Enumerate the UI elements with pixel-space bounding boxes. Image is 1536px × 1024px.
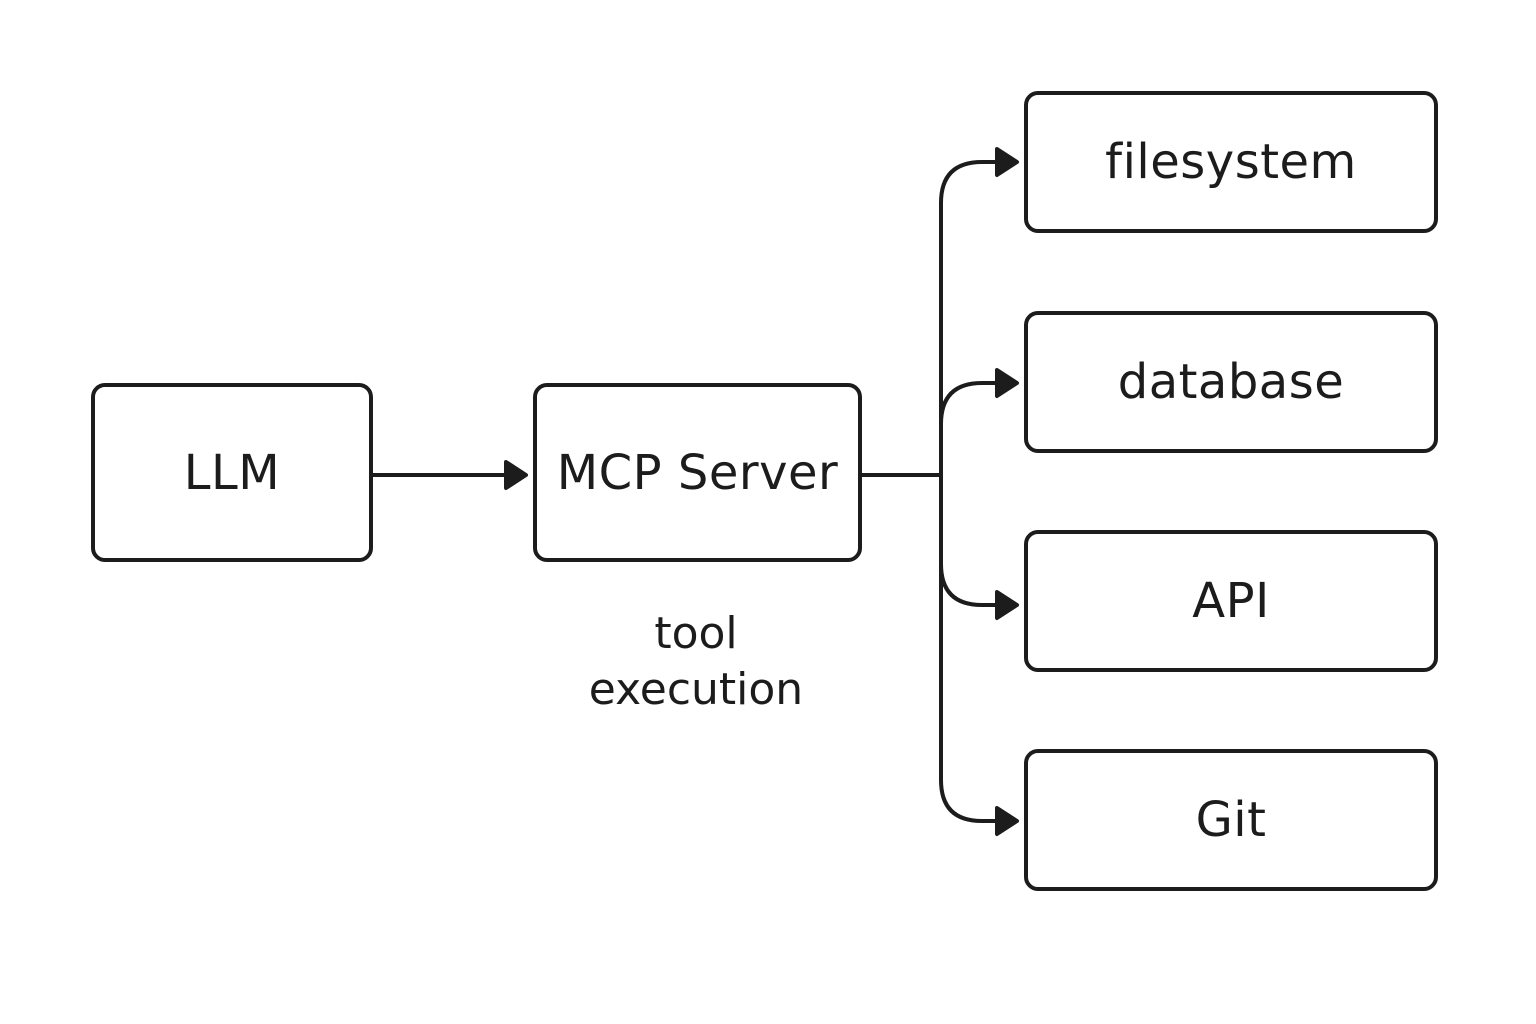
- llm-label: LLM: [183, 444, 281, 501]
- filesystem-node: filesystem: [1024, 91, 1438, 233]
- arrowhead-git: [995, 806, 1019, 836]
- api-label: API: [1192, 573, 1270, 629]
- database-label: database: [1117, 354, 1345, 410]
- git-node: Git: [1024, 749, 1438, 891]
- llm-node: LLM: [91, 383, 373, 562]
- arrowhead-mcp-server: [504, 460, 528, 490]
- api-node: API: [1024, 530, 1438, 672]
- edge-to-git: [939, 778, 1002, 823]
- database-node: database: [1024, 311, 1438, 453]
- arrowhead-filesystem: [995, 147, 1019, 177]
- filesystem-label: filesystem: [1105, 134, 1357, 190]
- edge-to-api: [939, 562, 1002, 607]
- edge-to-filesystem: [939, 160, 1002, 205]
- caption-tool: tool: [654, 608, 738, 659]
- edge-to-database: [939, 381, 1002, 426]
- arrowhead-api: [995, 590, 1019, 620]
- mcp-server-node: MCP Server: [533, 383, 862, 562]
- arrowhead-database: [995, 368, 1019, 398]
- caption-execution: execution: [588, 664, 804, 715]
- mcp-server-label: MCP Server: [556, 444, 839, 501]
- git-label: Git: [1195, 792, 1267, 848]
